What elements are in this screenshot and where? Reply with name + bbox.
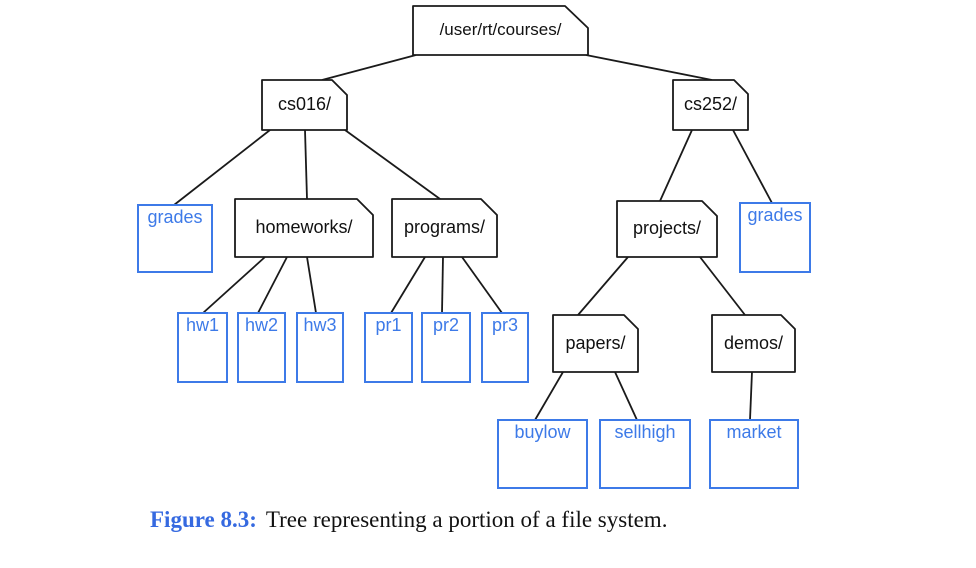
edge-programs-pr3: [461, 256, 503, 314]
file-node-sellhigh: sellhigh: [614, 422, 676, 442]
edge-homeworks-hw3: [306, 256, 317, 314]
file-node-grades-cs252: grades: [747, 205, 803, 225]
edge-projects-papers: [577, 256, 629, 316]
directory-shape-cs016: [261, 79, 348, 131]
edge-cs252-grades: [732, 129, 773, 204]
edge-root-cs016: [321, 54, 417, 81]
file-shape-grades-cs016: [137, 204, 213, 273]
file-shape-pr3: [481, 312, 529, 383]
file-shape-grades-cs252: [739, 202, 811, 273]
file-node-market: market: [726, 422, 782, 442]
directory-shape-projects: [616, 200, 718, 258]
file-shape-pr2: [421, 312, 471, 383]
figure-caption: Figure 8.3: Tree representing a portion o…: [150, 507, 667, 533]
figure-caption-label: Figure 8.3:: [150, 507, 257, 532]
edge-cs016-programs: [344, 129, 441, 200]
directory-node-papers: papers/: [565, 332, 626, 353]
file-shape-sellhigh: [599, 419, 691, 489]
file-node-grades-cs016: grades: [147, 207, 203, 227]
directory-shape-papers: [552, 314, 639, 373]
edge-homeworks-hw2: [257, 256, 288, 314]
file-node-hw1: hw1: [185, 315, 220, 335]
edge-papers-sellhigh: [614, 371, 638, 421]
file-node-pr3: pr3: [491, 315, 518, 335]
directory-node-cs252: cs252/: [683, 94, 738, 115]
edge-cs016-homeworks: [304, 129, 308, 200]
file-node-buylow: buylow: [514, 422, 571, 442]
file-shape-buylow: [497, 419, 588, 489]
file-node-hw2: hw2: [244, 315, 279, 335]
directory-node-demos: demos/: [723, 332, 784, 353]
directory-node-homeworks: homeworks/: [255, 217, 353, 238]
directory-node-projects: projects/: [632, 218, 702, 239]
edge-cs016-grades: [173, 129, 271, 206]
edge-demos-market: [749, 371, 753, 421]
file-shape-market: [709, 419, 799, 489]
directory-shape-homeworks: [234, 198, 374, 258]
edge-programs-pr2: [441, 256, 444, 314]
figure-caption-text: Tree representing a portion of a file sy…: [265, 507, 668, 532]
file-node-pr1: pr1: [375, 315, 402, 335]
edge-root-cs252: [585, 54, 713, 81]
file-node-pr2: pr2: [432, 315, 459, 335]
file-node-hw3: hw3: [303, 315, 337, 335]
file-shape-hw3: [296, 312, 344, 383]
directory-shape-root: [412, 5, 589, 56]
edge-cs252-projects: [659, 129, 693, 202]
directory-node-cs016: cs016/: [277, 94, 332, 115]
edge-projects-demos: [699, 256, 746, 316]
edge-papers-buylow: [534, 371, 564, 421]
directory-shape-demos: [711, 314, 796, 373]
directory-shape-programs: [391, 198, 498, 258]
file-shape-hw1: [177, 312, 228, 383]
directory-shape-cs252: [672, 79, 749, 131]
edge-programs-pr1: [390, 256, 426, 314]
edge-homeworks-hw1: [202, 256, 266, 314]
file-shape-hw2: [237, 312, 286, 383]
file-shape-pr1: [364, 312, 413, 383]
directory-node-root: /user/rt/courses/: [439, 20, 562, 40]
directory-node-programs: programs/: [403, 217, 486, 238]
